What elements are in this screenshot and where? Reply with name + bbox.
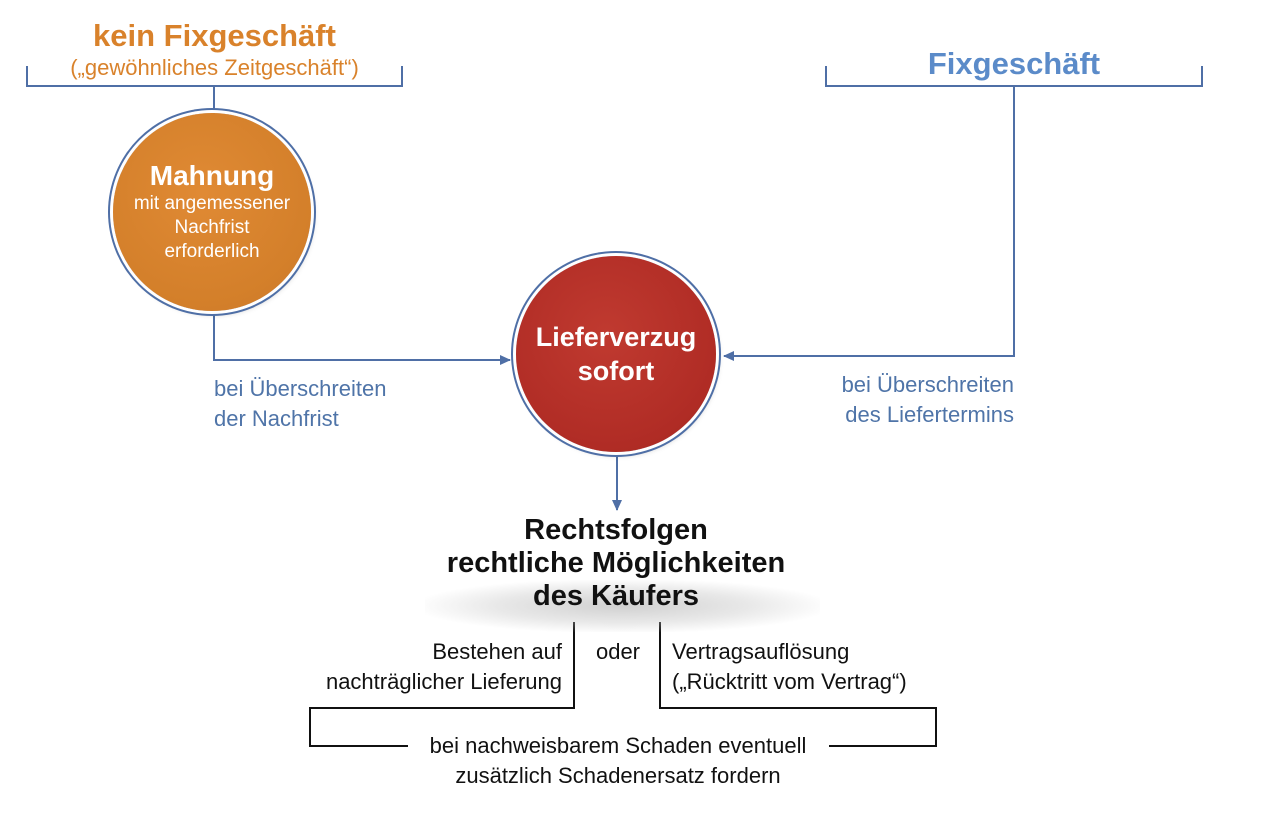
left-branch-subtitle: („gewöhnliches Zeitgeschäft“) xyxy=(70,55,359,80)
left-branch-title: kein Fixgeschäft xyxy=(93,18,336,53)
left-edge-label-line-1: bei Überschreiten xyxy=(214,376,387,401)
mahnung-circle: Mahnung mit angemessener Nachfrist erfor… xyxy=(113,113,311,311)
left-edge-label: bei Überschreiten der Nachfrist xyxy=(214,374,494,434)
mahnung-line-2: Nachfrist xyxy=(174,217,250,238)
right-option-bracket xyxy=(659,622,937,747)
lieferverzug-line-2: sofort xyxy=(577,356,655,386)
consequences-line-3: des Käufers xyxy=(532,580,699,612)
consequences-line-2: rechtliche Möglichkeiten xyxy=(446,547,786,579)
right-edge-label-line-2: des Liefertermins xyxy=(845,402,1014,427)
option-right-line-1: Vertragsauflösung xyxy=(672,639,850,664)
footer-line-2: zusätzlich Schadenersatz fordern xyxy=(455,763,781,788)
decorative-smudge xyxy=(425,580,820,632)
consequences-line-1: Rechtsfolgen xyxy=(524,514,708,546)
lieferverzug-circle: Lieferverzug sofort xyxy=(516,256,716,452)
option-left-line-1: Bestehen auf xyxy=(432,639,562,664)
right-branch-title: Fixgeschäft xyxy=(927,46,1101,81)
footer-line-1: bei nachweisbarem Schaden eventuell xyxy=(429,733,807,758)
right-edge-label: bei Überschreiten des Liefertermins xyxy=(740,370,1014,430)
left-connector xyxy=(213,314,511,365)
option-separator: oder xyxy=(595,639,641,664)
right-connector xyxy=(723,86,1015,361)
footer-note: bei nachweisbarem Schaden eventuell zusä… xyxy=(395,731,841,791)
mahnung-line-3: erforderlich xyxy=(164,241,260,262)
left-option-bracket xyxy=(309,622,575,747)
right-edge-label-line-1: bei Überschreiten xyxy=(841,372,1014,397)
consequences-heading: Rechtsfolgen rechtliche Möglichkeiten de… xyxy=(390,514,842,613)
option-left: Bestehen auf nachträglicher Lieferung xyxy=(290,637,562,697)
lieferverzug-line-1: Lieferverzug xyxy=(535,322,697,352)
option-right-line-2: („Rücktritt vom Vertrag“) xyxy=(672,669,907,694)
mahnung-title: Mahnung xyxy=(149,160,275,191)
mahnung-line-1: mit angemessener xyxy=(133,193,291,214)
option-right: Vertragsauflösung („Rücktritt vom Vertra… xyxy=(672,637,972,697)
option-left-line-2: nachträglicher Lieferung xyxy=(325,669,562,694)
left-edge-label-line-2: der Nachfrist xyxy=(214,406,339,431)
